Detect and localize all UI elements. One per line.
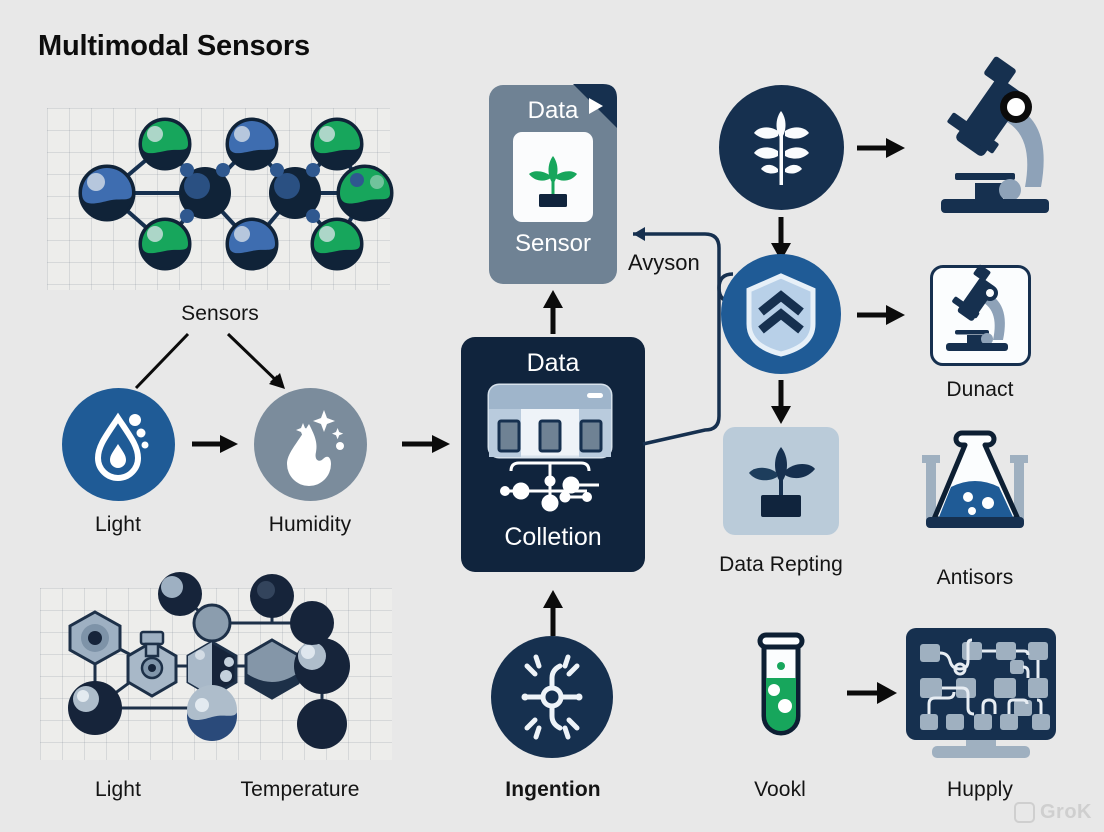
ingestion-label: Ingention [505,778,601,801]
dunact-label: Dunact [946,378,1014,401]
vookl-label: Vookl [754,778,806,801]
microscope-framed-icon [946,264,1008,351]
arrow-vookl-to-hupply [847,682,897,704]
watermark: GroK [1014,801,1092,824]
shield-chevron-icon [746,273,816,357]
data-repting-label: Data Repting [719,553,843,576]
watermark-icon [1014,802,1035,823]
feedback-label: Avyson [628,250,700,275]
arrow-light-to-humidity [192,435,238,453]
sensors-branch-arrows [134,332,285,390]
shield-node-circle[interactable] [721,254,841,374]
test-tube-icon[interactable] [748,632,814,758]
hupply-label: Hupply [947,778,1013,801]
sensor-circle-light[interactable] [62,388,175,501]
water-drop-icon [94,412,149,481]
arrow-plant-to-shield [771,217,791,261]
top-network-grid [47,108,394,290]
data-sensor-card[interactable]: Data Sensor [489,84,617,284]
ingestion-circle[interactable] [491,636,613,758]
document-fold-icon [573,84,617,128]
bottom-network-label-temperature: Temperature [240,778,360,801]
arrow-plant-to-microscope [857,138,905,158]
bottom-network-graph [68,572,350,749]
network-hub-icon [521,654,583,740]
arrow-collection-to-sensor [543,290,563,334]
flask-icon[interactable] [920,425,1032,543]
sensor-circle-humidity[interactable] [254,388,367,501]
bottom-network-grid [40,572,392,760]
arrow-shield-to-dunact [857,305,905,325]
data-sensor-card-title: Data [527,97,579,124]
top-network-label: Sensors [181,302,259,325]
circuit-monitor-icon[interactable] [904,628,1076,758]
watermark-text: GroK [1040,801,1092,823]
plant-node-circle[interactable] [719,85,844,210]
top-network-graph [78,117,394,271]
arrow-ingestion-to-collection [543,590,563,636]
sensor-label-humidity: Humidity [268,513,352,536]
plant-leaves-icon [754,111,809,185]
plant-pot-icon [749,447,815,517]
data-collection-card-title: Data [526,349,580,377]
arrow-humidity-to-collection [402,435,450,453]
page-title: Multimodal Sensors [38,30,310,62]
server-rack-icon [487,383,613,512]
microscope-icon[interactable] [915,56,1075,225]
sensor-label-light: Light [94,513,142,536]
dunact-tile[interactable] [930,264,1031,366]
plant-document-icon [513,132,593,222]
arrow-shield-to-repting [771,380,791,424]
data-sensor-card-caption: Sensor [514,230,592,257]
data-collection-card[interactable]: Data [461,337,645,572]
antisors-label: Antisors [936,566,1014,589]
data-repting-tile[interactable] [723,427,839,535]
data-collection-card-caption: Colletion [504,523,602,551]
bottom-network-label-light: Light [94,778,142,801]
humidity-drop-icon [287,410,344,486]
